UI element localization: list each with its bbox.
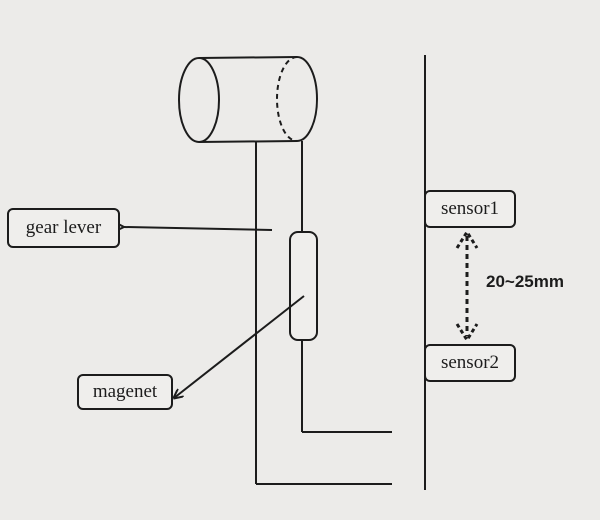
magnet-shape (289, 231, 318, 341)
sensor-distance-label: 20~25mm (486, 272, 564, 291)
distance-arrowhead-up (455, 229, 479, 249)
magnet-pointer-arrow (174, 295, 305, 398)
lever-shaft (255, 141, 392, 485)
cylinder-back-hidden (276, 56, 298, 142)
cylinder-bottom-edge (198, 140, 298, 143)
lever-knob-cylinder (178, 56, 318, 143)
sensor1-label: sensor1 (424, 190, 516, 228)
cylinder-back-visible (296, 56, 318, 142)
magnet-label: magenet (77, 374, 173, 410)
gear-lever-pointer-arrow (124, 227, 273, 230)
sensor2-label: sensor2 (424, 344, 516, 382)
cylinder-top-edge (198, 56, 298, 59)
cylinder-front-face (178, 57, 220, 143)
distance-arrowhead-down (455, 323, 479, 343)
gear-lever-label: gear lever (7, 208, 120, 248)
